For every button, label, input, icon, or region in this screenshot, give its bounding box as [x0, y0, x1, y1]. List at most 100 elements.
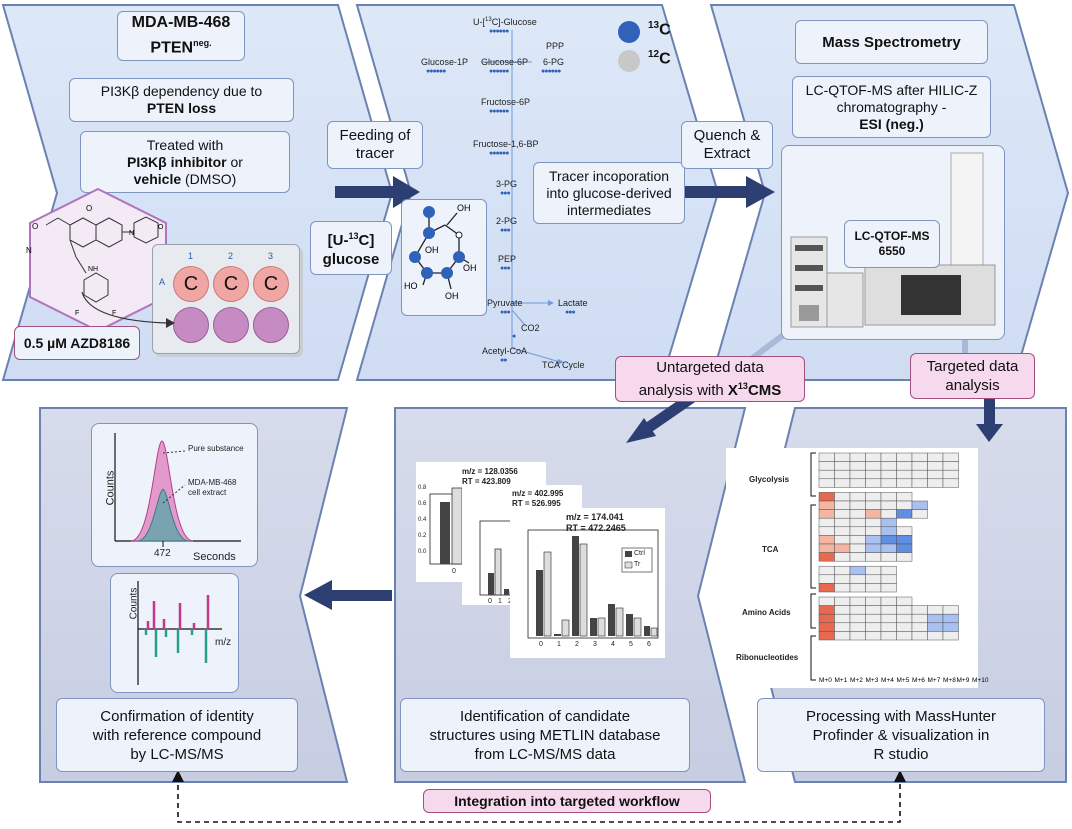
bp3-x2: 2	[575, 641, 579, 648]
drug-to-plate-arrow	[81, 291, 175, 328]
tracer-line3: intermediates	[566, 201, 652, 218]
untargeted-cms: CMS	[747, 382, 782, 399]
heatmap-cell	[818, 552, 835, 562]
confirmation-line3: by LC-MS/MS	[130, 745, 224, 763]
heatmap-cell	[849, 452, 866, 462]
glucose-ring: OH OH OH HO OH	[404, 203, 477, 301]
heatmap-cell	[818, 613, 835, 624]
untargeted-x: X	[727, 382, 738, 399]
msms-ylabel: Counts	[128, 587, 140, 620]
heatmap-cell	[896, 469, 913, 480]
mass-spec-title-text: Mass Spectrometry	[822, 33, 961, 51]
heatmap-col-label: M+0	[819, 677, 832, 684]
heatmap-cell	[865, 543, 882, 553]
feeding-box: Feeding of tracer	[327, 121, 423, 169]
heatmap-cell	[834, 478, 851, 488]
heatmap-cell	[896, 461, 913, 471]
heatmap-cell	[880, 596, 897, 606]
heatmap-cell	[880, 478, 897, 488]
bp3-rt: RT = 472.2465	[566, 523, 626, 533]
u13c-post: C]-Glucose	[491, 17, 537, 27]
heatmap-cell	[927, 461, 944, 471]
chrom-pure-label: Pure substance	[188, 444, 244, 453]
bp3-x1: 1	[557, 641, 561, 648]
quench-box: Quench & Extract	[681, 121, 773, 169]
treated-tail: (DMSO)	[181, 170, 237, 187]
heatmap-cell	[865, 509, 882, 519]
heatmap-cell	[834, 469, 851, 480]
heatmap-cell	[911, 461, 928, 471]
heatmap-cell	[911, 622, 928, 632]
instrument-line2: 6550	[878, 244, 906, 258]
tca-cycle-label: TCA Cycle	[542, 360, 585, 370]
ring-oh-1: OH	[457, 203, 471, 213]
heatmap-cell	[927, 478, 944, 488]
heatmap-cell	[865, 517, 882, 528]
arrow-to-confirmation	[304, 580, 392, 610]
heatmap-cell	[834, 605, 851, 615]
heatmap-cell	[880, 552, 897, 562]
heatmap-cell	[834, 552, 851, 562]
heatmap-cell	[849, 461, 866, 471]
bp1-rt: RT = 423.809	[462, 477, 511, 486]
heatmap-cell	[880, 565, 897, 576]
dots-2pg: ●●●	[500, 227, 511, 234]
heatmap-cell	[818, 543, 835, 553]
dots-6pg: ●●●●●●	[541, 68, 561, 75]
bp3-legend-ctrl: Ctrl	[634, 550, 645, 557]
pathway-lines	[482, 30, 564, 365]
heatmap-cell	[834, 535, 851, 545]
heatmap-cell	[849, 535, 866, 545]
heatmap-cell	[849, 526, 866, 536]
heatmap-cell	[880, 574, 897, 584]
heatmap-cell	[834, 613, 851, 624]
heatmap-cell	[865, 500, 882, 510]
well-plate: 1 2 3 A C C C	[152, 244, 300, 354]
heatmap-cell	[849, 478, 866, 488]
heatmap-cell	[911, 452, 928, 462]
heatmap-cell	[834, 596, 851, 606]
lc-method-box: LC-QTOF-MS after HILIC-Z chromatography …	[792, 76, 991, 138]
u13c-pre: U-[	[473, 17, 485, 27]
feeding-line1: Feeding of	[339, 127, 411, 144]
heatmap-cell	[865, 535, 882, 545]
bp3-x0: 0	[539, 641, 543, 648]
ring-oh-5: OH	[445, 291, 459, 301]
heatmap-col-label: M+9	[957, 677, 970, 684]
well-a1: C	[173, 266, 209, 302]
heatmap-cell	[942, 469, 959, 480]
heatmap-col-label: M+6	[912, 677, 925, 684]
heatmap-cell	[834, 517, 851, 528]
heatmap-cell	[818, 605, 835, 615]
glucose-post: C]	[358, 232, 375, 249]
heatmap-cell	[849, 565, 866, 576]
identification-line2: structures using METLIN database	[429, 726, 661, 744]
bp3-x3: 3	[593, 641, 597, 648]
u13c-glucose-label: U-[13C]-Glucose	[473, 17, 537, 27]
msms-box	[110, 573, 239, 693]
heatmap-cell	[865, 452, 882, 462]
heatmap-cell	[896, 492, 913, 502]
well-a3-label: C	[263, 272, 279, 295]
heatmap-cell	[834, 543, 851, 553]
heatmap-cell	[865, 469, 882, 480]
heatmap-col-label: M+2	[850, 677, 863, 684]
heatmap-cell	[865, 613, 882, 624]
confirmation-box: Confirmation of identity with reference …	[56, 698, 298, 772]
heatmap-cell	[834, 500, 851, 510]
heatmap-cell	[834, 574, 851, 584]
heatmap-cell	[865, 631, 882, 641]
method-line2: chromatography -	[836, 98, 947, 115]
heatmap-cell	[942, 631, 959, 641]
chrom-extract-line2: cell extract	[188, 488, 227, 497]
glucose1p-label: Glucose-1P	[421, 57, 469, 67]
integration-label: Integration into targeted workflow	[423, 789, 711, 813]
heatmap-cell	[911, 478, 928, 488]
heatmap-cell	[880, 543, 897, 553]
heatmap-cell	[818, 574, 835, 584]
heatmap-cell	[927, 452, 944, 462]
heatmap-cell	[880, 613, 897, 624]
heatmap-cell	[880, 452, 897, 462]
heatmap-cell	[896, 605, 913, 615]
heatmap-cell	[896, 500, 913, 510]
